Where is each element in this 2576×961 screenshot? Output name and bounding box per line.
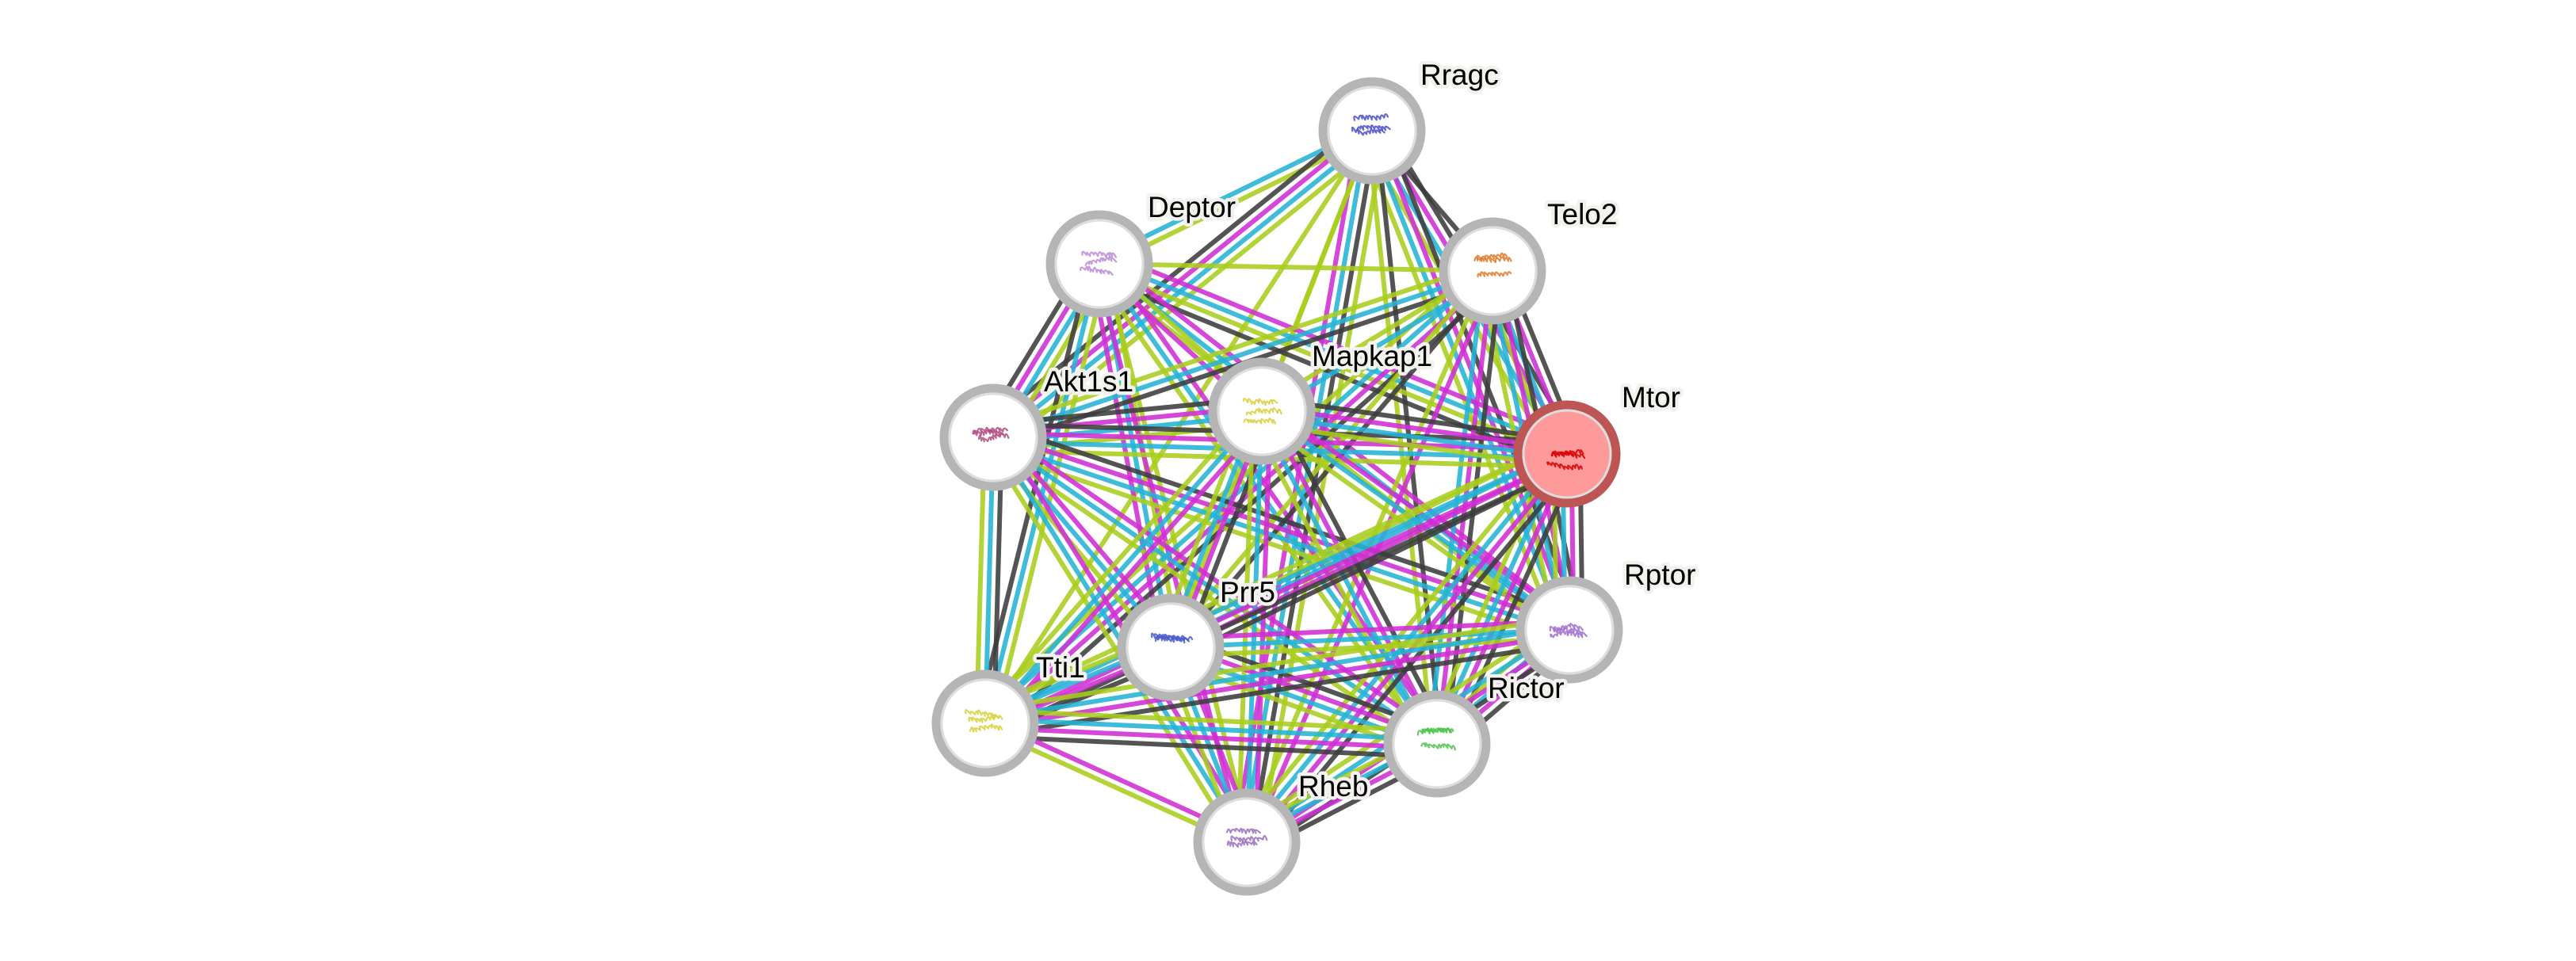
node-inner-ring — [1054, 219, 1145, 309]
node-deptor[interactable]: Deptor — [1045, 188, 1240, 318]
protein-structure-icon — [1242, 398, 1282, 425]
protein-structure-icon — [1351, 112, 1391, 136]
edge-line-textmining — [986, 456, 1570, 730]
node-label: Rheb — [1298, 770, 1368, 803]
node-inner-ring — [1327, 86, 1417, 176]
node-inner-ring — [1392, 699, 1482, 789]
protein-structure-icon — [964, 709, 1003, 733]
edge-rictor-tti1[interactable] — [984, 707, 1438, 760]
edge-line-coexpression — [985, 707, 1438, 734]
edge-rragc-tti1[interactable] — [983, 129, 1374, 725]
node-label: Akt1s1 — [1044, 365, 1133, 398]
node-label: Mapkap1 — [1312, 340, 1432, 372]
protein-structure-icon — [972, 426, 1010, 443]
edge-line-database — [1099, 257, 1570, 452]
edge-line-coexpression — [1357, 134, 1560, 636]
edge-line-textmining — [985, 631, 1571, 730]
node-rictor[interactable]: Rictor — [1383, 669, 1568, 798]
node-inner-ring — [1447, 226, 1538, 316]
edge-line-database — [985, 716, 1438, 742]
edge-line-experimental — [987, 640, 1573, 739]
edge-line-textmining — [984, 725, 1437, 751]
edge-line-coexpression — [977, 403, 1258, 719]
node-inner-ring — [940, 678, 1030, 768]
protein-structure-icon — [1416, 726, 1457, 751]
node-label: Rragc — [1420, 59, 1499, 91]
edge-line-database — [983, 410, 1264, 725]
node-circle[interactable] — [1117, 593, 1225, 701]
protein-structure-icon — [1150, 632, 1194, 644]
protein-structure-icon — [1549, 623, 1588, 639]
protein-structure-icon — [1080, 250, 1118, 276]
protein-structure-icon — [1546, 448, 1586, 471]
node-inner-ring — [1126, 602, 1216, 692]
edge-line-database — [991, 439, 1569, 637]
edge-rptor-tti1[interactable] — [982, 614, 1573, 739]
edge-line-coexpression — [983, 129, 1374, 725]
edge-line-textmining — [1263, 408, 1443, 743]
node-label: Rptor — [1624, 559, 1695, 591]
node-circle[interactable] — [931, 669, 1039, 777]
edge-line-database — [984, 623, 1569, 722]
node-label: Rictor — [1488, 672, 1565, 704]
node-circle[interactable] — [1439, 217, 1546, 325]
node-inner-ring — [1217, 366, 1307, 456]
node-label: Mtor — [1622, 381, 1680, 414]
node-telo2[interactable]: Telo2 — [1439, 195, 1621, 325]
node-inner-ring — [1202, 797, 1292, 887]
edge-line-textmining — [1252, 411, 1273, 843]
protein-structure-icon — [1225, 827, 1268, 848]
node-circle[interactable] — [1383, 690, 1491, 798]
node-akt1s1[interactable]: Akt1s1 — [939, 362, 1137, 491]
protein-structure-icon — [1473, 252, 1512, 278]
edge-line-database — [1170, 627, 1570, 650]
edge-line-database — [992, 269, 1493, 440]
node-label: Deptor — [1148, 191, 1236, 223]
edge-line-textmining — [989, 415, 1271, 731]
node-label: Tti1 — [1036, 651, 1085, 684]
node-rheb[interactable]: Rheb — [1193, 767, 1372, 896]
edge-line-experimental — [1382, 124, 1584, 627]
edge-mtor-tti1[interactable] — [978, 440, 1574, 738]
edge-line-textmining — [1103, 249, 1573, 444]
node-inner-ring — [948, 392, 1038, 482]
edge-line-database — [1366, 131, 1568, 633]
edge-line-coexpression — [991, 265, 1110, 726]
edge-mapkap1-tti1[interactable] — [977, 403, 1271, 731]
edge-line-textmining — [993, 430, 1572, 628]
edge-line-database — [982, 448, 1566, 722]
edge-line-coexpression — [988, 447, 1566, 645]
node-prr5[interactable]: Prr5 — [1117, 573, 1278, 701]
node-tti1[interactable]: Tti1 — [931, 648, 1088, 777]
node-circle[interactable] — [1045, 210, 1153, 318]
edge-line-database — [1244, 410, 1264, 843]
edge-line-experimental — [989, 463, 1574, 738]
edge-line-coexpression — [1248, 416, 1428, 752]
edge-line-coexpression — [978, 440, 1563, 714]
edge-line-coexpression — [989, 260, 1491, 432]
node-inner-ring — [1522, 409, 1612, 499]
edge-line-coexpression — [982, 614, 1568, 713]
node-rptor[interactable]: Rptor — [1515, 555, 1699, 684]
edge-deptor-telo2[interactable] — [1099, 261, 1493, 273]
edge-line-experimental — [1443, 271, 1504, 746]
node-inner-ring — [1524, 585, 1615, 675]
node-label: Telo2 — [1547, 198, 1617, 231]
edge-line-textmining — [1170, 619, 1569, 642]
node-label: Prr5 — [1220, 576, 1275, 608]
node-rragc[interactable]: Rragc — [1318, 55, 1502, 185]
edge-line-coexpression — [1423, 448, 1557, 740]
node-mapkap1[interactable]: Mapkap1 — [1208, 337, 1436, 465]
edge-line-coexpression — [1099, 261, 1493, 273]
edge-line-database — [1256, 412, 1435, 747]
edge-line-experimental — [984, 734, 1437, 760]
edge-line-coexpression — [984, 440, 1242, 849]
node-mtor[interactable]: Mtor — [1513, 378, 1684, 508]
